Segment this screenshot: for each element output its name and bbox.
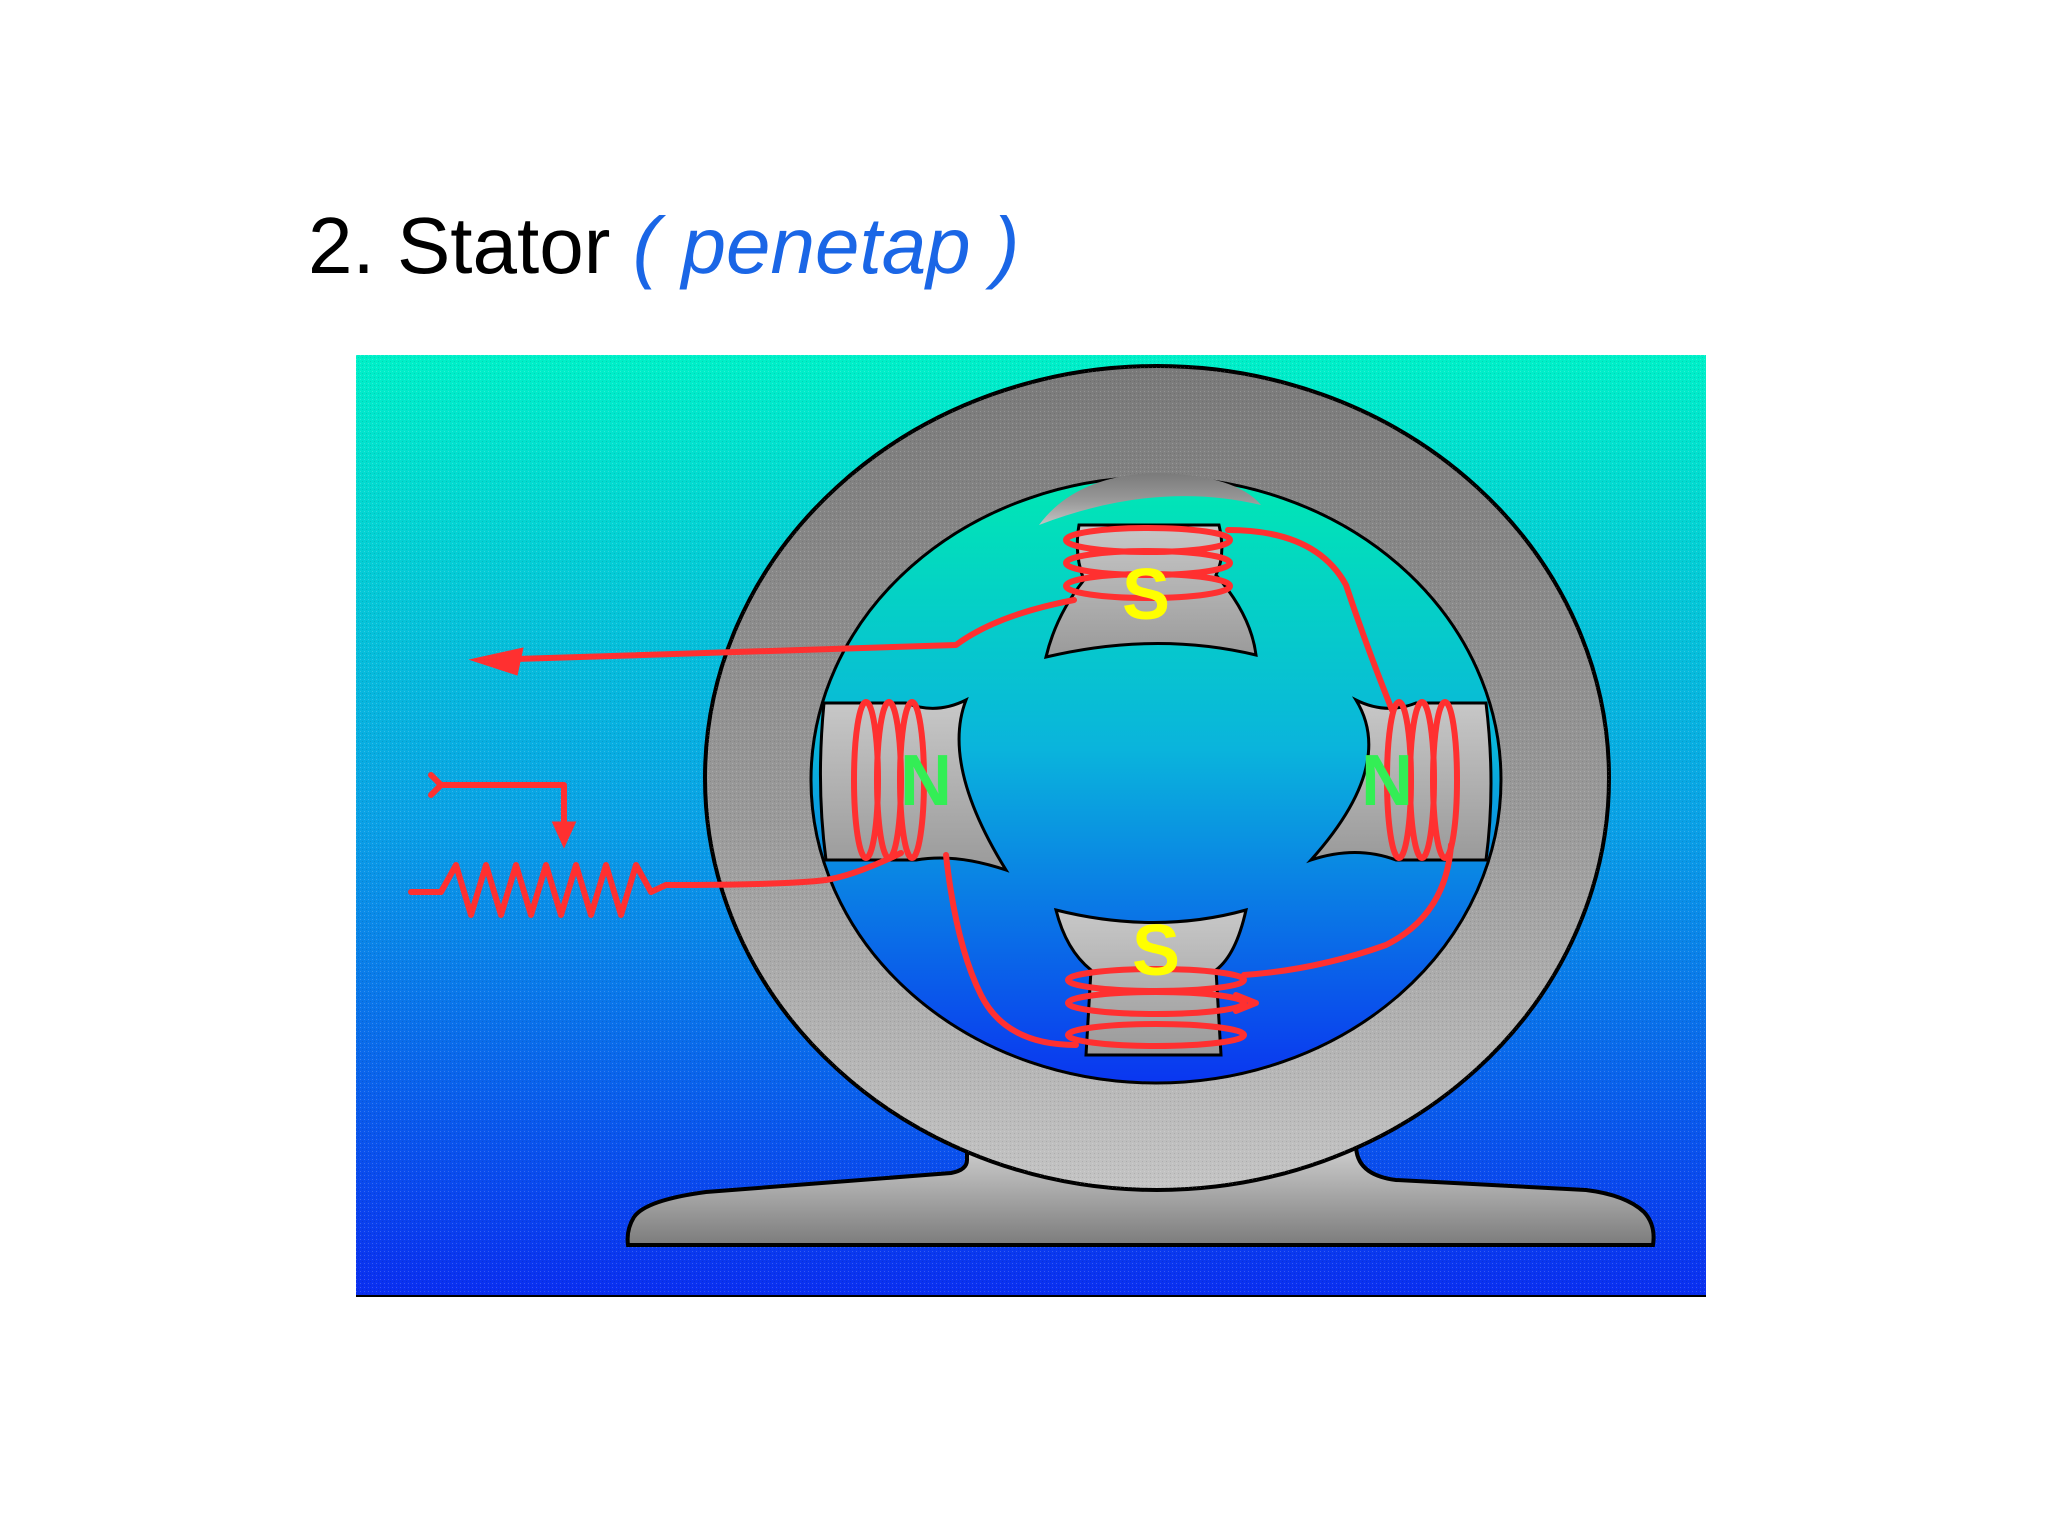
pole-label-bottom: S <box>1132 911 1180 991</box>
stator-diagram-svg: S S N N <box>356 355 1706 1297</box>
output-arrow-icon <box>468 647 524 676</box>
title-subtitle: ( penetap ) <box>632 201 1020 290</box>
coil-top <box>1063 525 1233 601</box>
pole-right <box>1306 696 1493 864</box>
coil-bottom <box>1065 966 1247 1049</box>
pole-label-left: N <box>900 741 952 821</box>
pole-label-right: N <box>1361 741 1413 821</box>
pole-top-root <box>1039 473 1261 525</box>
field-wiring <box>408 527 1454 1048</box>
stator-diagram: S S N N <box>356 355 1706 1297</box>
pole-bottom <box>1053 907 1249 1057</box>
coil-right <box>1384 699 1460 861</box>
title-text: 2. Stator <box>308 201 611 290</box>
pole-left <box>818 696 1010 873</box>
rheostat-wiper-arrow-icon <box>551 821 577 849</box>
pole-label-top: S <box>1122 555 1170 635</box>
page-title: 2. Stator ( penetap ) <box>308 196 1020 296</box>
